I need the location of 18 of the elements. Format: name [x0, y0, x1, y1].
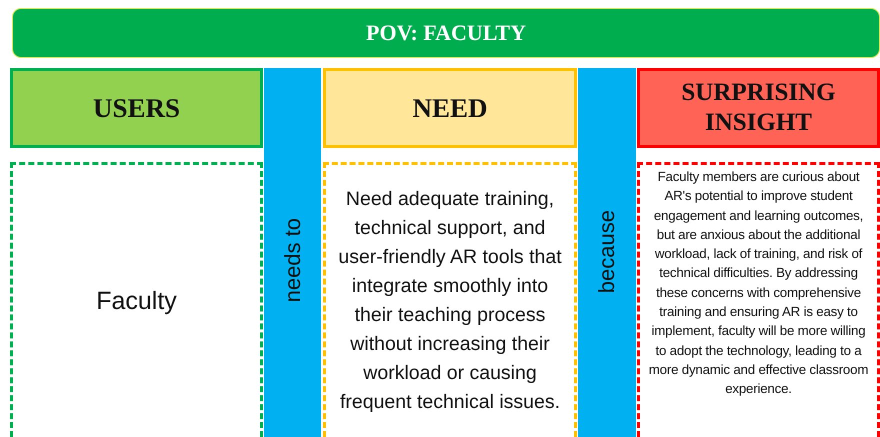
connector-band: [578, 68, 636, 437]
content-box: [323, 162, 577, 437]
header-text: NEED: [412, 92, 488, 124]
content-box: [637, 162, 880, 437]
column-header: [10, 68, 263, 148]
connector-text: needs to: [280, 218, 306, 302]
column-header: [323, 68, 577, 148]
title-text: POV: FACULTY: [366, 20, 526, 46]
column-header: [637, 68, 880, 148]
content-box: [10, 162, 263, 437]
connector-text: because: [594, 210, 620, 294]
content-text: Need adequate training, technical support, and user-friendly AR tools that integrate smoothly into their teaching process without increasing their workload or causing frequent technical issues.: [337, 187, 563, 415]
header-text: USERS: [92, 92, 180, 124]
header-text: SURPRISING INSIGHT: [680, 78, 837, 138]
content-text: Faculty members are curious about AR's potential to improve student engagement and learning outcomes, but are anxious about the additional workload, lack of training, and risk of technical difficulties. By addressing these concerns with comprehensive training and ensuring AR is easy to implement, faculty will be more willing to adopt the technology, leading to a more dynamic and effective classroom experience.: [648, 168, 870, 398]
title-banner: [12, 8, 880, 58]
connector-band: [264, 68, 321, 437]
content-text: Faculty: [96, 286, 177, 316]
